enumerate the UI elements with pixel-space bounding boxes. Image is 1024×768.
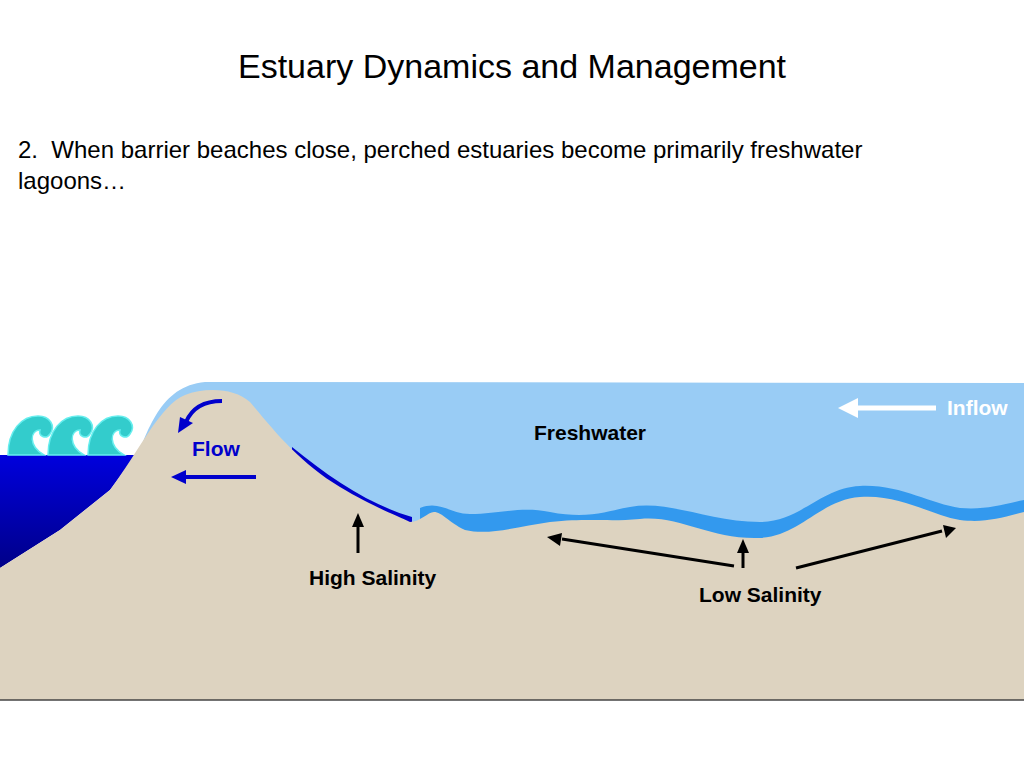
arrow-head (171, 470, 186, 484)
arrow-shaft (856, 406, 936, 411)
leader-line (796, 531, 942, 568)
leader-line (357, 526, 360, 553)
flow-label: Flow (192, 435, 240, 462)
leader-line (742, 552, 745, 568)
wave-symbol (48, 416, 92, 455)
arrow-head (838, 398, 858, 418)
arrow-head (547, 533, 562, 546)
curved-flow-arrow (186, 401, 222, 422)
inflow-label: Inflow (947, 394, 1008, 421)
wave-symbol (88, 416, 132, 455)
land (0, 390, 1024, 700)
salinity-label: High Salinity (309, 564, 436, 591)
salinity-label: Low Salinity (699, 581, 822, 608)
arrow-head (352, 513, 364, 527)
inflow-arrow (838, 398, 936, 418)
waves (8, 416, 132, 455)
arrow-head (178, 417, 193, 433)
leader-line (562, 539, 734, 566)
flow-arrows (171, 401, 256, 484)
slide-note: 2. When barrier beaches close, perched e… (18, 134, 898, 196)
wave-symbol (8, 416, 52, 455)
straight-flow-arrow (184, 475, 256, 479)
water-label: Freshwater (534, 419, 646, 446)
pointer-arrows (352, 513, 956, 568)
slide-title: Estuary Dynamics and Management (238, 44, 786, 88)
arrow-head (943, 525, 956, 538)
ground-baseline (0, 699, 1024, 701)
arrow-head (737, 539, 749, 553)
